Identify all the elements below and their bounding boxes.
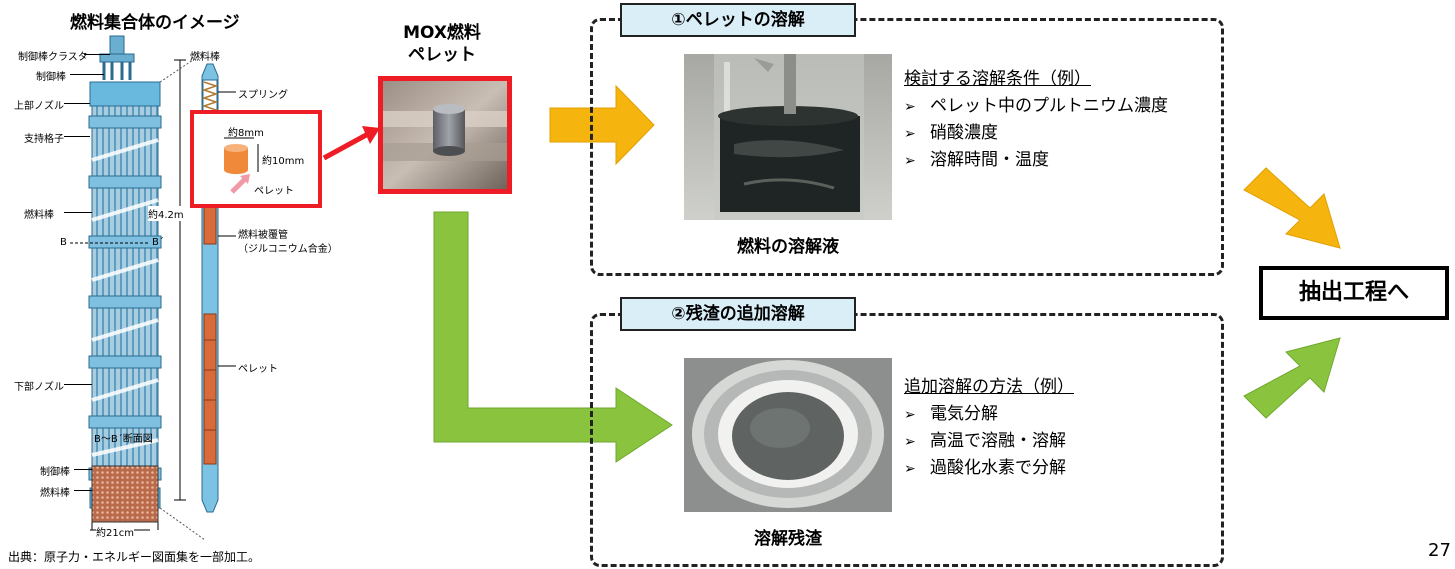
fuel-assembly-drawing	[70, 35, 236, 541]
mox-pellet-photo-frame	[378, 76, 512, 194]
step2-tab: ②残渣の追加溶解	[620, 297, 856, 331]
label-pellet: ペレット	[238, 364, 278, 375]
label-width: 約21cm	[96, 524, 134, 539]
green-elbow-arrow	[433, 211, 673, 463]
label-support-grid: 支持格子	[24, 134, 64, 145]
label-section-b-prime: B´	[152, 237, 164, 248]
step1-dashed-box	[590, 18, 1224, 276]
cross-section	[91, 465, 159, 523]
step1-cond-item: ➢溶解時間・温度	[904, 150, 1049, 170]
fuel-assembly-title: 燃料集合体のイメージ	[70, 13, 240, 33]
bullet-arrow-icon: ➢	[904, 407, 916, 423]
step2-caption: 溶解残渣	[754, 529, 822, 549]
label-cladding-2: （ジルコニウム合金）	[238, 244, 338, 255]
label-lower-nozzle: 下部ノズル	[14, 382, 64, 393]
label-section-control-rod: 制御棒	[40, 467, 70, 478]
bullet-arrow-icon: ➢	[904, 99, 916, 115]
pellet-icon	[224, 137, 259, 194]
step1-caption: 燃料の溶解液	[737, 237, 839, 257]
label-fuel-rod: 燃料棒	[24, 210, 54, 221]
label-cladding-1: 燃料被覆管	[238, 230, 288, 241]
green-diagonal-arrow	[1243, 337, 1341, 419]
label-section-b: B	[60, 237, 67, 248]
page-number: 27	[1428, 540, 1451, 561]
red-arrow	[322, 126, 380, 161]
bullet-arrow-icon: ➢	[904, 461, 916, 477]
bullet-arrow-icon: ➢	[904, 126, 916, 142]
bullet-arrow-icon: ➢	[904, 434, 916, 450]
label-section-fuel-rod: 燃料棒	[40, 488, 70, 499]
step1-cond-title: 検討する溶解条件（例）	[904, 69, 1091, 89]
source-note: 出典：原子力・エネルギー図面集を一部加工。	[8, 550, 261, 564]
step2-cond-title: 追加溶解の方法（例）	[904, 377, 1074, 397]
orange-arrow	[549, 84, 655, 166]
bullet-arrow-icon: ➢	[904, 153, 916, 169]
mox-pellet-photo	[383, 81, 507, 189]
step1-tab: ①ペレットの溶解	[620, 3, 856, 37]
label-dia: 約8mm	[228, 128, 264, 139]
step2-cond-item: ➢過酸化水素で分解	[904, 458, 1066, 478]
mox-title-line1: MOX燃料	[403, 23, 481, 43]
label-length: 約4.2m	[148, 206, 184, 221]
step2-cond-item: ➢電気分解	[904, 404, 998, 424]
step1-conditions: 検討する溶解条件（例） ➢ペレット中のプルトニウム濃度 ➢硝酸濃度 ➢溶解時間・…	[904, 64, 1168, 170]
pellet-zoom-box: 約8mm 約10mm ペレット	[190, 110, 322, 208]
label-control-rod: 制御棒	[36, 72, 66, 83]
step2-cond-item: ➢高温で溶融・溶解	[904, 431, 1066, 451]
upper-nozzle	[89, 81, 161, 107]
label-upper-nozzle: 上部ノズル	[14, 101, 64, 112]
label-pellet-in-box: ペレット	[254, 186, 294, 197]
control-rod-cluster	[99, 35, 135, 80]
label-height: 約10mm	[262, 156, 305, 167]
fuel-rod-title: 燃料棒	[190, 52, 220, 63]
mox-title-line2: ペレット	[408, 45, 476, 65]
step1-cond-item: ➢ペレット中のプルトニウム濃度	[904, 96, 1168, 116]
label-spring: スプリング	[238, 90, 288, 101]
step1-photo	[684, 54, 892, 220]
step1-cond-item: ➢硝酸濃度	[904, 123, 998, 143]
step2-conditions: 追加溶解の方法（例） ➢電気分解 ➢高温で溶融・溶解 ➢過酸化水素で分解	[904, 372, 1074, 478]
label-section-view: B～B´断面図	[94, 434, 153, 445]
step2-photo	[684, 358, 892, 512]
label-control-rod-cluster: 制御棒クラスタ	[18, 52, 88, 63]
result-box: 抽出工程へ	[1259, 266, 1449, 320]
step2-dashed-box	[590, 313, 1224, 567]
orange-diagonal-arrow	[1243, 167, 1341, 249]
